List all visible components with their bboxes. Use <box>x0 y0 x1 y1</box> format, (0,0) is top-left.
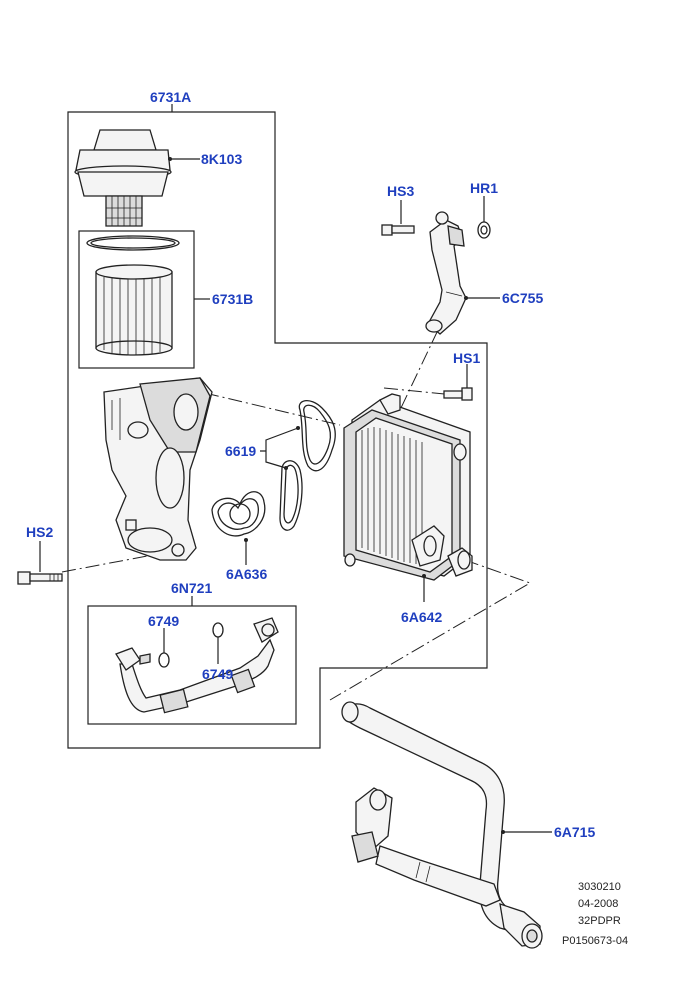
alignment-line-6c755 <box>399 329 439 411</box>
tube-6A715 <box>341 701 543 949</box>
footer-ref-3: 32PDPR <box>578 915 621 927</box>
alignment-line-hs1 <box>383 387 456 396</box>
label-6619: 6619 <box>225 443 256 459</box>
label-6731A: 6731A <box>150 89 191 105</box>
hose-6C755 <box>425 211 467 335</box>
label-6749-left: 6749 <box>148 613 179 629</box>
oil-filter-housing <box>103 377 213 561</box>
label-6749-right: 6749 <box>202 666 233 682</box>
o-ring-6749-right <box>212 622 224 638</box>
tube-assembly-6N721 <box>115 617 279 714</box>
footer-ref-1: 3030210 <box>578 881 621 893</box>
label-6N721: 6N721 <box>171 580 212 596</box>
bolt-HS3 <box>381 224 415 236</box>
label-8K103: 8K103 <box>201 151 242 167</box>
washer-HR1 <box>477 221 491 239</box>
seal-6A636 <box>211 491 266 537</box>
label-6C755: 6C755 <box>502 290 543 306</box>
label-6731B: 6731B <box>212 291 253 307</box>
label-HR1: HR1 <box>470 180 498 196</box>
alignment-line-cooler-outlet <box>329 559 532 701</box>
oil-cooler-6A642 <box>343 393 473 581</box>
bolt-HS2 <box>17 571 63 585</box>
label-HS1: HS1 <box>453 350 480 366</box>
leader-6619 <box>260 427 299 469</box>
gasket-6619 <box>279 400 336 531</box>
bolt-HS1 <box>443 387 473 401</box>
label-6A636: 6A636 <box>226 566 267 582</box>
label-6A642: 6A642 <box>401 609 442 625</box>
filter-element-6731B <box>86 235 180 356</box>
label-HS3: HS3 <box>387 183 414 199</box>
footer-ref-4: P0150673-04 <box>562 935 628 947</box>
label-HS2: HS2 <box>26 524 53 540</box>
o-ring-6749-left <box>158 652 170 668</box>
alignment-line-cooler-top <box>204 392 341 426</box>
oil-filter-cap-8K103 <box>74 129 172 227</box>
label-6A715: 6A715 <box>554 824 595 840</box>
footer-ref-2: 04-2008 <box>578 898 618 910</box>
assembly-outline-6731A <box>67 111 488 749</box>
